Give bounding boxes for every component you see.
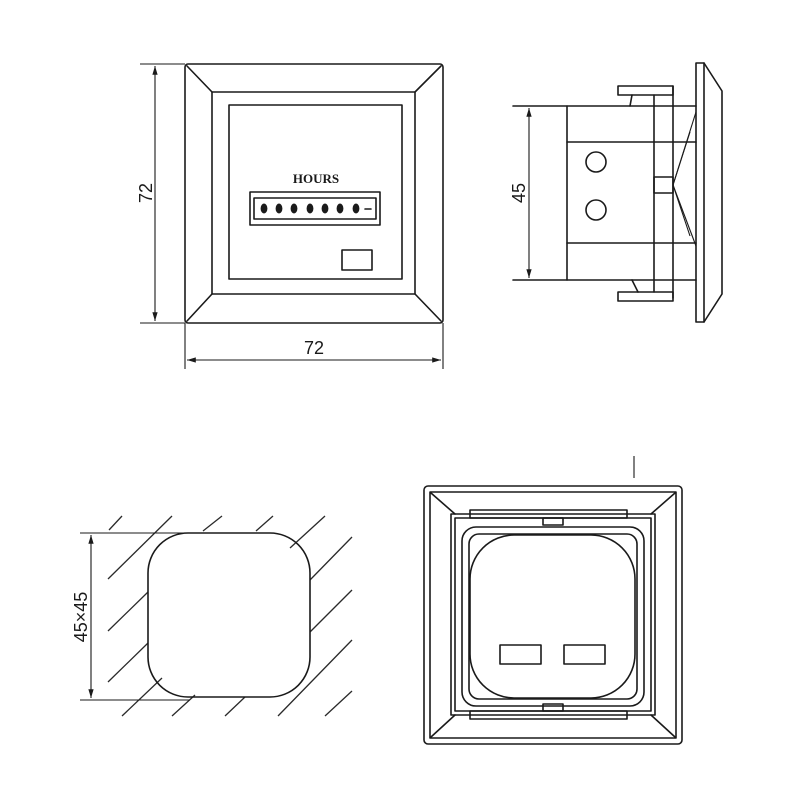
rear-view (423, 456, 683, 745)
front-width-dimension: 72 (304, 338, 324, 358)
side-view: 45 (509, 62, 723, 323)
indicator-window (341, 249, 373, 271)
panel-hatching (107, 515, 353, 717)
front-height-dimension: 72 (136, 183, 156, 203)
front-view: HOURS 72 72 (136, 63, 444, 369)
hours-label: HOURS (293, 171, 339, 186)
cutout-dimension: 45×45 (71, 592, 91, 643)
panel-cutout-view: 45×45 (71, 515, 353, 717)
counter-digits (260, 203, 372, 214)
side-height-dimension: 45 (509, 183, 529, 203)
terminal-right (563, 644, 606, 665)
terminal-left (499, 644, 542, 665)
